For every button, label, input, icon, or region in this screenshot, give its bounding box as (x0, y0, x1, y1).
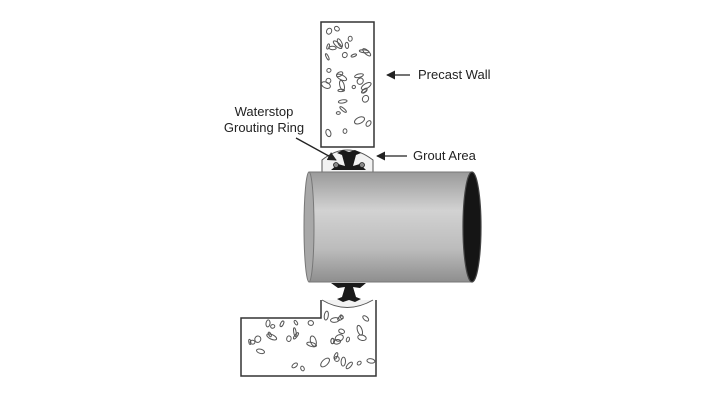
aggregate-stone (333, 339, 342, 345)
aggregate-stone (325, 27, 333, 35)
aggregate-stone (353, 116, 366, 125)
aggregate-stone (320, 357, 330, 368)
waterstop-ring-upper (331, 150, 366, 170)
aggregate-stone (336, 38, 344, 48)
aggregate-stone (357, 334, 367, 342)
aggregate-stone (332, 40, 343, 50)
waterstop-grouting-ring-label: Waterstop Grouting Ring (216, 104, 312, 136)
aggregate-stone (323, 310, 329, 321)
aggregate-stone (291, 362, 298, 369)
aggregate-texture-lower (248, 310, 376, 372)
aggregate-stone (361, 94, 370, 103)
leader-line-icon (295, 137, 337, 161)
aggregate-stone (345, 336, 350, 343)
aggregate-stone (356, 360, 362, 366)
aggregate-stone (333, 25, 340, 32)
aggregate-stone (326, 67, 332, 73)
aggregate-stone (293, 327, 297, 337)
aggregate-stone (325, 128, 332, 138)
aggregate-stone (266, 333, 278, 341)
aggregate-stone (335, 111, 341, 115)
aggregate-stone (350, 53, 358, 58)
aggregate-stone (307, 320, 314, 326)
aggregate-stone (358, 49, 370, 54)
aggregate-stone (338, 79, 346, 91)
precast-wall-lower (240, 299, 377, 377)
aggregate-stone (351, 84, 356, 90)
aggregate-stone (356, 77, 364, 85)
aggregate-stone (340, 356, 347, 367)
aggregate-stone (342, 128, 348, 134)
aggregate-stone (366, 358, 376, 364)
aggregate-stone (256, 348, 265, 355)
aggregate-stone (324, 53, 330, 61)
aggregate-stone (365, 120, 372, 127)
aggregate-texture-upper (320, 25, 372, 138)
aggregate-stone (362, 315, 370, 322)
aggregate-stone (265, 319, 271, 328)
aggregate-stone (354, 73, 364, 79)
waterstop-ring-lower (331, 283, 366, 302)
aggregate-stone (279, 320, 285, 328)
aggregate-stone (270, 324, 276, 329)
aggregate-stone (344, 41, 350, 49)
aggregate-stone (292, 332, 300, 340)
aggregate-stone (320, 81, 331, 89)
pipe (303, 171, 482, 283)
aggregate-stone (330, 317, 340, 323)
grout-area-label: Grout Area (413, 148, 476, 163)
aggregate-stone (337, 99, 348, 104)
aggregate-stone (337, 315, 344, 321)
waterstop-label-line1: Waterstop (234, 104, 294, 119)
aggregate-stone (338, 328, 346, 335)
waterstop-label-line2: Grouting Ring (223, 120, 305, 135)
aggregate-stone (336, 73, 348, 82)
aggregate-stone (345, 361, 353, 370)
aggregate-stone (248, 338, 252, 345)
aggregate-stone (306, 341, 317, 348)
aggregate-stone (339, 106, 347, 113)
aggregate-stone (254, 335, 262, 343)
precast-wall-upper (320, 21, 375, 148)
aggregate-stone (328, 45, 337, 51)
aggregate-stone (300, 365, 305, 372)
aggregate-stone (333, 355, 340, 362)
aggregate-stone (347, 35, 353, 42)
precast-wall-label: Precast Wall (418, 67, 491, 82)
aggregate-stone (286, 335, 292, 342)
aggregate-stone (293, 319, 299, 326)
aggregate-stone (360, 81, 372, 91)
aggregate-stone (249, 339, 256, 345)
aggregate-stone (341, 51, 348, 59)
